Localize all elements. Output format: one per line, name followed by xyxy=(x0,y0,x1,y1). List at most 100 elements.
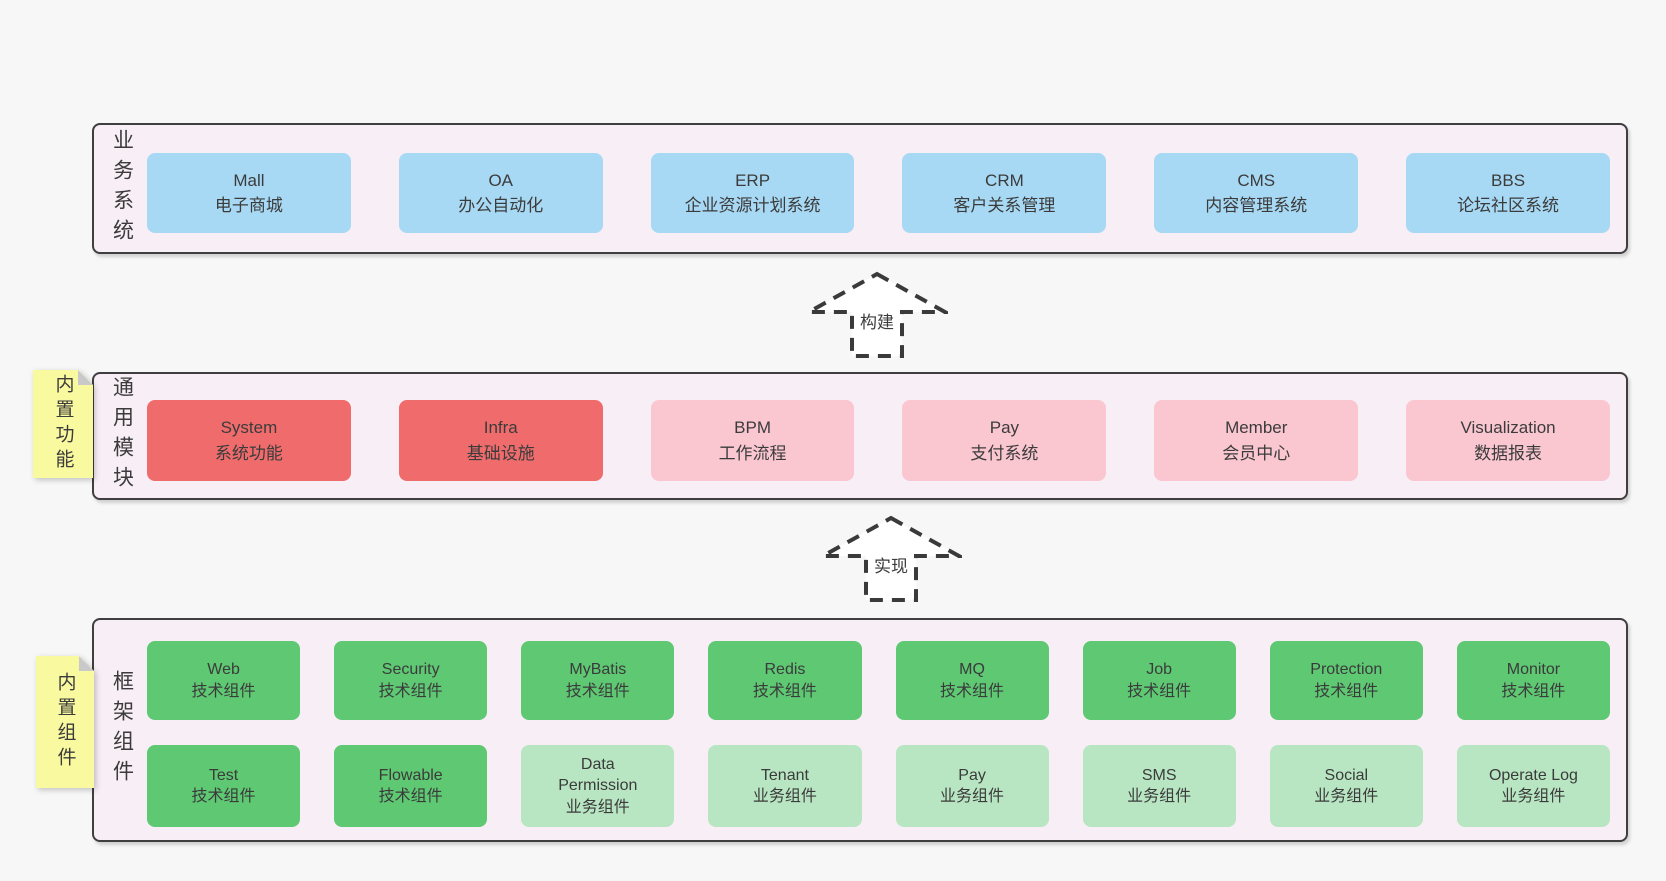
box-title: BBS xyxy=(1491,170,1526,190)
box-title: Test xyxy=(208,766,239,784)
box-subtitle: 技术组件 xyxy=(565,682,630,700)
box-test: Test 技术组件 xyxy=(147,745,301,827)
box-bpm: BPM 工作流程 xyxy=(650,400,855,481)
box-subtitle: 技术组件 xyxy=(191,788,256,805)
box-title: ERP xyxy=(735,170,771,190)
box-redis: Redis 技术组件 xyxy=(708,641,862,720)
box-title: MQ xyxy=(959,661,985,679)
box-title: SMS xyxy=(1141,766,1177,784)
box-subtitle: 工作流程 xyxy=(718,443,787,463)
box-subtitle: 技术组件 xyxy=(1501,682,1566,700)
box-pay-component: Pay 业务组件 xyxy=(895,745,1049,827)
box-erp: ERP 企业资源计划系统 xyxy=(650,153,855,233)
box-title: Operate Log xyxy=(1488,766,1578,784)
box-subtitle: 技术组件 xyxy=(1127,682,1192,700)
box-title: CRM xyxy=(985,170,1024,190)
box-title: Web xyxy=(207,661,240,679)
box-subtitle: 会员中心 xyxy=(1222,443,1291,463)
box-subtitle: 数据报表 xyxy=(1474,443,1543,463)
box-title: Redis xyxy=(764,661,806,679)
box-title: Monitor xyxy=(1506,661,1561,679)
box-subtitle: 内容管理系统 xyxy=(1205,196,1308,215)
framework-components-grid: Web 技术组件 Security 技术组件 MyBatis 技术组件 Redi… xyxy=(147,641,1610,827)
box-subtitle: 业务组件 xyxy=(1501,788,1566,805)
box-title: Pay xyxy=(989,418,1020,437)
box-member: Member 会员中心 xyxy=(1154,400,1359,481)
arrow-build-label: 构建 xyxy=(860,313,894,332)
box-subtitle: 业务组件 xyxy=(940,788,1005,805)
box-subtitle: 论坛社区系统 xyxy=(1457,196,1560,215)
box-title: Flowable xyxy=(378,766,443,784)
box-title: Data Permission xyxy=(558,756,638,795)
band-framework-components: 框架组件 Web 技术组件 Security 技术组件 MyBatis 技术组件… xyxy=(92,618,1628,842)
box-operate-log: Operate Log 业务组件 xyxy=(1456,745,1610,827)
box-subtitle: 业务组件 xyxy=(752,788,817,805)
box-title: Job xyxy=(1146,661,1173,679)
sticky-note-text: 内置功能 xyxy=(52,374,74,474)
box-security: Security 技术组件 xyxy=(334,641,488,720)
box-job: Job 技术组件 xyxy=(1082,641,1236,720)
box-tenant: Tenant 业务组件 xyxy=(708,745,862,827)
band-label-common-modules: 通用模块 xyxy=(110,376,134,496)
box-bbs: BBS 论坛社区系统 xyxy=(1406,153,1610,233)
box-subtitle: 技术组件 xyxy=(378,788,443,805)
box-flowable: Flowable 技术组件 xyxy=(334,745,488,827)
box-title: Social xyxy=(1324,766,1369,784)
box-subtitle: 办公自动化 xyxy=(458,196,544,215)
sticky-note-text: 内置组件 xyxy=(54,672,76,772)
box-title: Pay xyxy=(958,766,986,784)
box-subtitle: 技术组件 xyxy=(1314,682,1379,700)
box-subtitle: 业务组件 xyxy=(565,798,630,816)
box-subtitle: 业务组件 xyxy=(1127,788,1192,805)
box-subtitle: 企业资源计划系统 xyxy=(684,196,821,215)
box-title: Tenant xyxy=(760,766,809,784)
sticky-note-built-in-components: 内置组件 xyxy=(36,656,94,788)
box-mall: Mall 电子商城 xyxy=(147,153,351,233)
box-sms: SMS 业务组件 xyxy=(1082,745,1236,827)
box-subtitle: 客户关系管理 xyxy=(953,196,1056,215)
box-infra: Infra 基础设施 xyxy=(398,400,603,481)
common-modules-grid: System 系统功能 Infra 基础设施 BPM 工作流程 Pay 支付系统… xyxy=(147,400,1610,481)
sticky-note-built-in-features: 内置功能 xyxy=(33,370,93,478)
folded-corner-icon xyxy=(78,370,93,385)
box-subtitle: 技术组件 xyxy=(752,682,817,700)
box-title: Security xyxy=(381,661,440,679)
box-visualization: Visualization 数据报表 xyxy=(1406,400,1610,481)
box-oa: OA 办公自动化 xyxy=(398,153,603,233)
band-common-modules: 通用模块 System 系统功能 Infra 基础设施 BPM 工作流程 Pay… xyxy=(92,372,1628,500)
box-subtitle: 电子商城 xyxy=(214,196,283,215)
box-title: MyBatis xyxy=(569,661,627,679)
arrow-implement: 实现 xyxy=(820,515,962,603)
box-title: Infra xyxy=(483,418,518,437)
band-label-business-systems: 业务系统 xyxy=(110,128,134,249)
arrow-up-icon xyxy=(820,515,962,602)
folded-corner-icon xyxy=(79,656,94,671)
band-label-framework-components: 框架组件 xyxy=(110,670,134,790)
box-title: System xyxy=(220,418,278,437)
box-subtitle: 技术组件 xyxy=(940,682,1005,700)
box-data-permission: Data Permission 业务组件 xyxy=(521,745,675,827)
box-title: Mall xyxy=(233,170,265,190)
box-subtitle: 技术组件 xyxy=(191,682,256,700)
box-title: Member xyxy=(1225,418,1288,437)
arrow-implement-label: 实现 xyxy=(874,557,908,576)
box-title: OA xyxy=(488,170,514,190)
band-business-systems: 业务系统 Mall 电子商城 OA 办公自动化 ERP 企业资源计划系统 CRM… xyxy=(92,123,1628,254)
box-subtitle: 业务组件 xyxy=(1314,788,1379,805)
box-subtitle: 系统功能 xyxy=(214,443,283,463)
box-monitor: Monitor 技术组件 xyxy=(1456,641,1610,720)
box-subtitle: 基础设施 xyxy=(466,443,535,463)
box-social: Social 业务组件 xyxy=(1269,745,1423,827)
box-title: Protection xyxy=(1310,661,1383,679)
box-subtitle: 支付系统 xyxy=(970,443,1039,463)
box-crm: CRM 客户关系管理 xyxy=(902,153,1107,233)
box-mybatis: MyBatis 技术组件 xyxy=(521,641,675,720)
box-pay: Pay 支付系统 xyxy=(902,400,1107,481)
box-title: Visualization xyxy=(1460,418,1556,437)
box-web: Web 技术组件 xyxy=(147,641,301,720)
box-system: System 系统功能 xyxy=(147,400,351,481)
box-cms: CMS 内容管理系统 xyxy=(1154,153,1359,233)
box-mq: MQ 技术组件 xyxy=(895,641,1049,720)
box-protection: Protection 技术组件 xyxy=(1269,641,1423,720)
